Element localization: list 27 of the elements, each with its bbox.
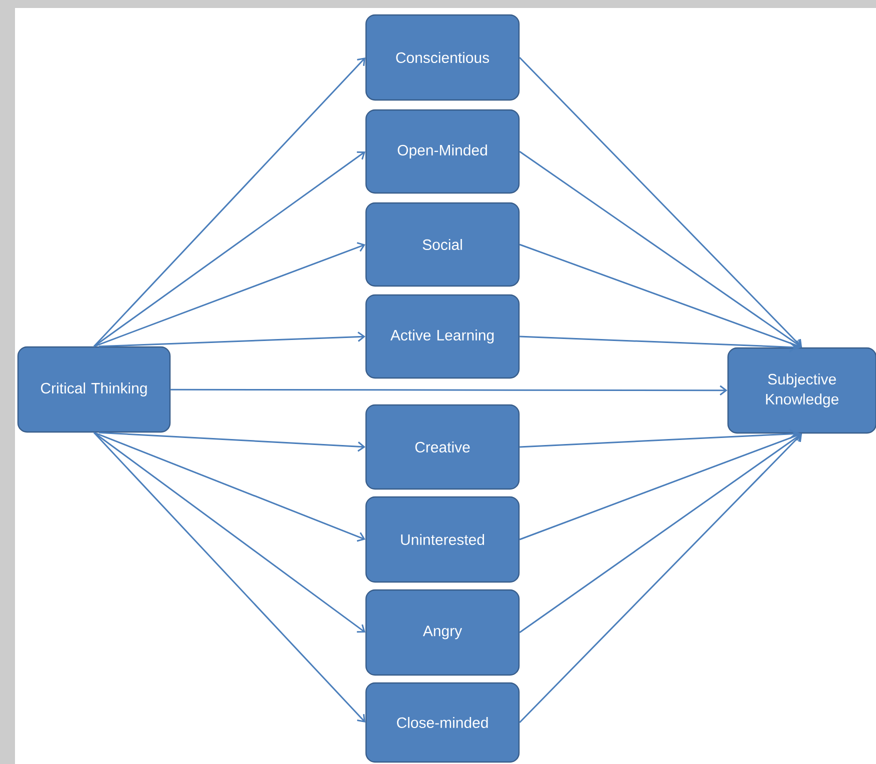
process-box: Subjective Knowledge (727, 347, 876, 434)
arrow (519, 244, 802, 350)
arrow (94, 151, 366, 347)
arrow (94, 432, 366, 542)
arrow (520, 336, 797, 352)
arrow (93, 432, 366, 722)
process-box: Uninterested (365, 496, 520, 583)
arrow (519, 433, 802, 634)
process-box: Creative (365, 404, 520, 490)
arrow (98, 332, 366, 348)
process-box: Angry (365, 589, 520, 676)
arrow (519, 56, 802, 348)
process-box: Critical Thinking (17, 346, 171, 433)
process-box: Active Learning (365, 294, 520, 379)
arrow (170, 385, 728, 396)
arrow (519, 434, 802, 724)
arrow (519, 150, 802, 348)
arrow (98, 432, 366, 452)
arrow (519, 431, 802, 540)
process-box: Open-Minded (365, 109, 520, 194)
arrow (520, 428, 797, 448)
arrow (94, 432, 366, 633)
process-box: Social (365, 202, 520, 287)
process-box: Conscientious (365, 14, 520, 101)
arrow (93, 58, 366, 347)
process-box: Close-minded (365, 682, 520, 763)
arrow (94, 242, 366, 348)
